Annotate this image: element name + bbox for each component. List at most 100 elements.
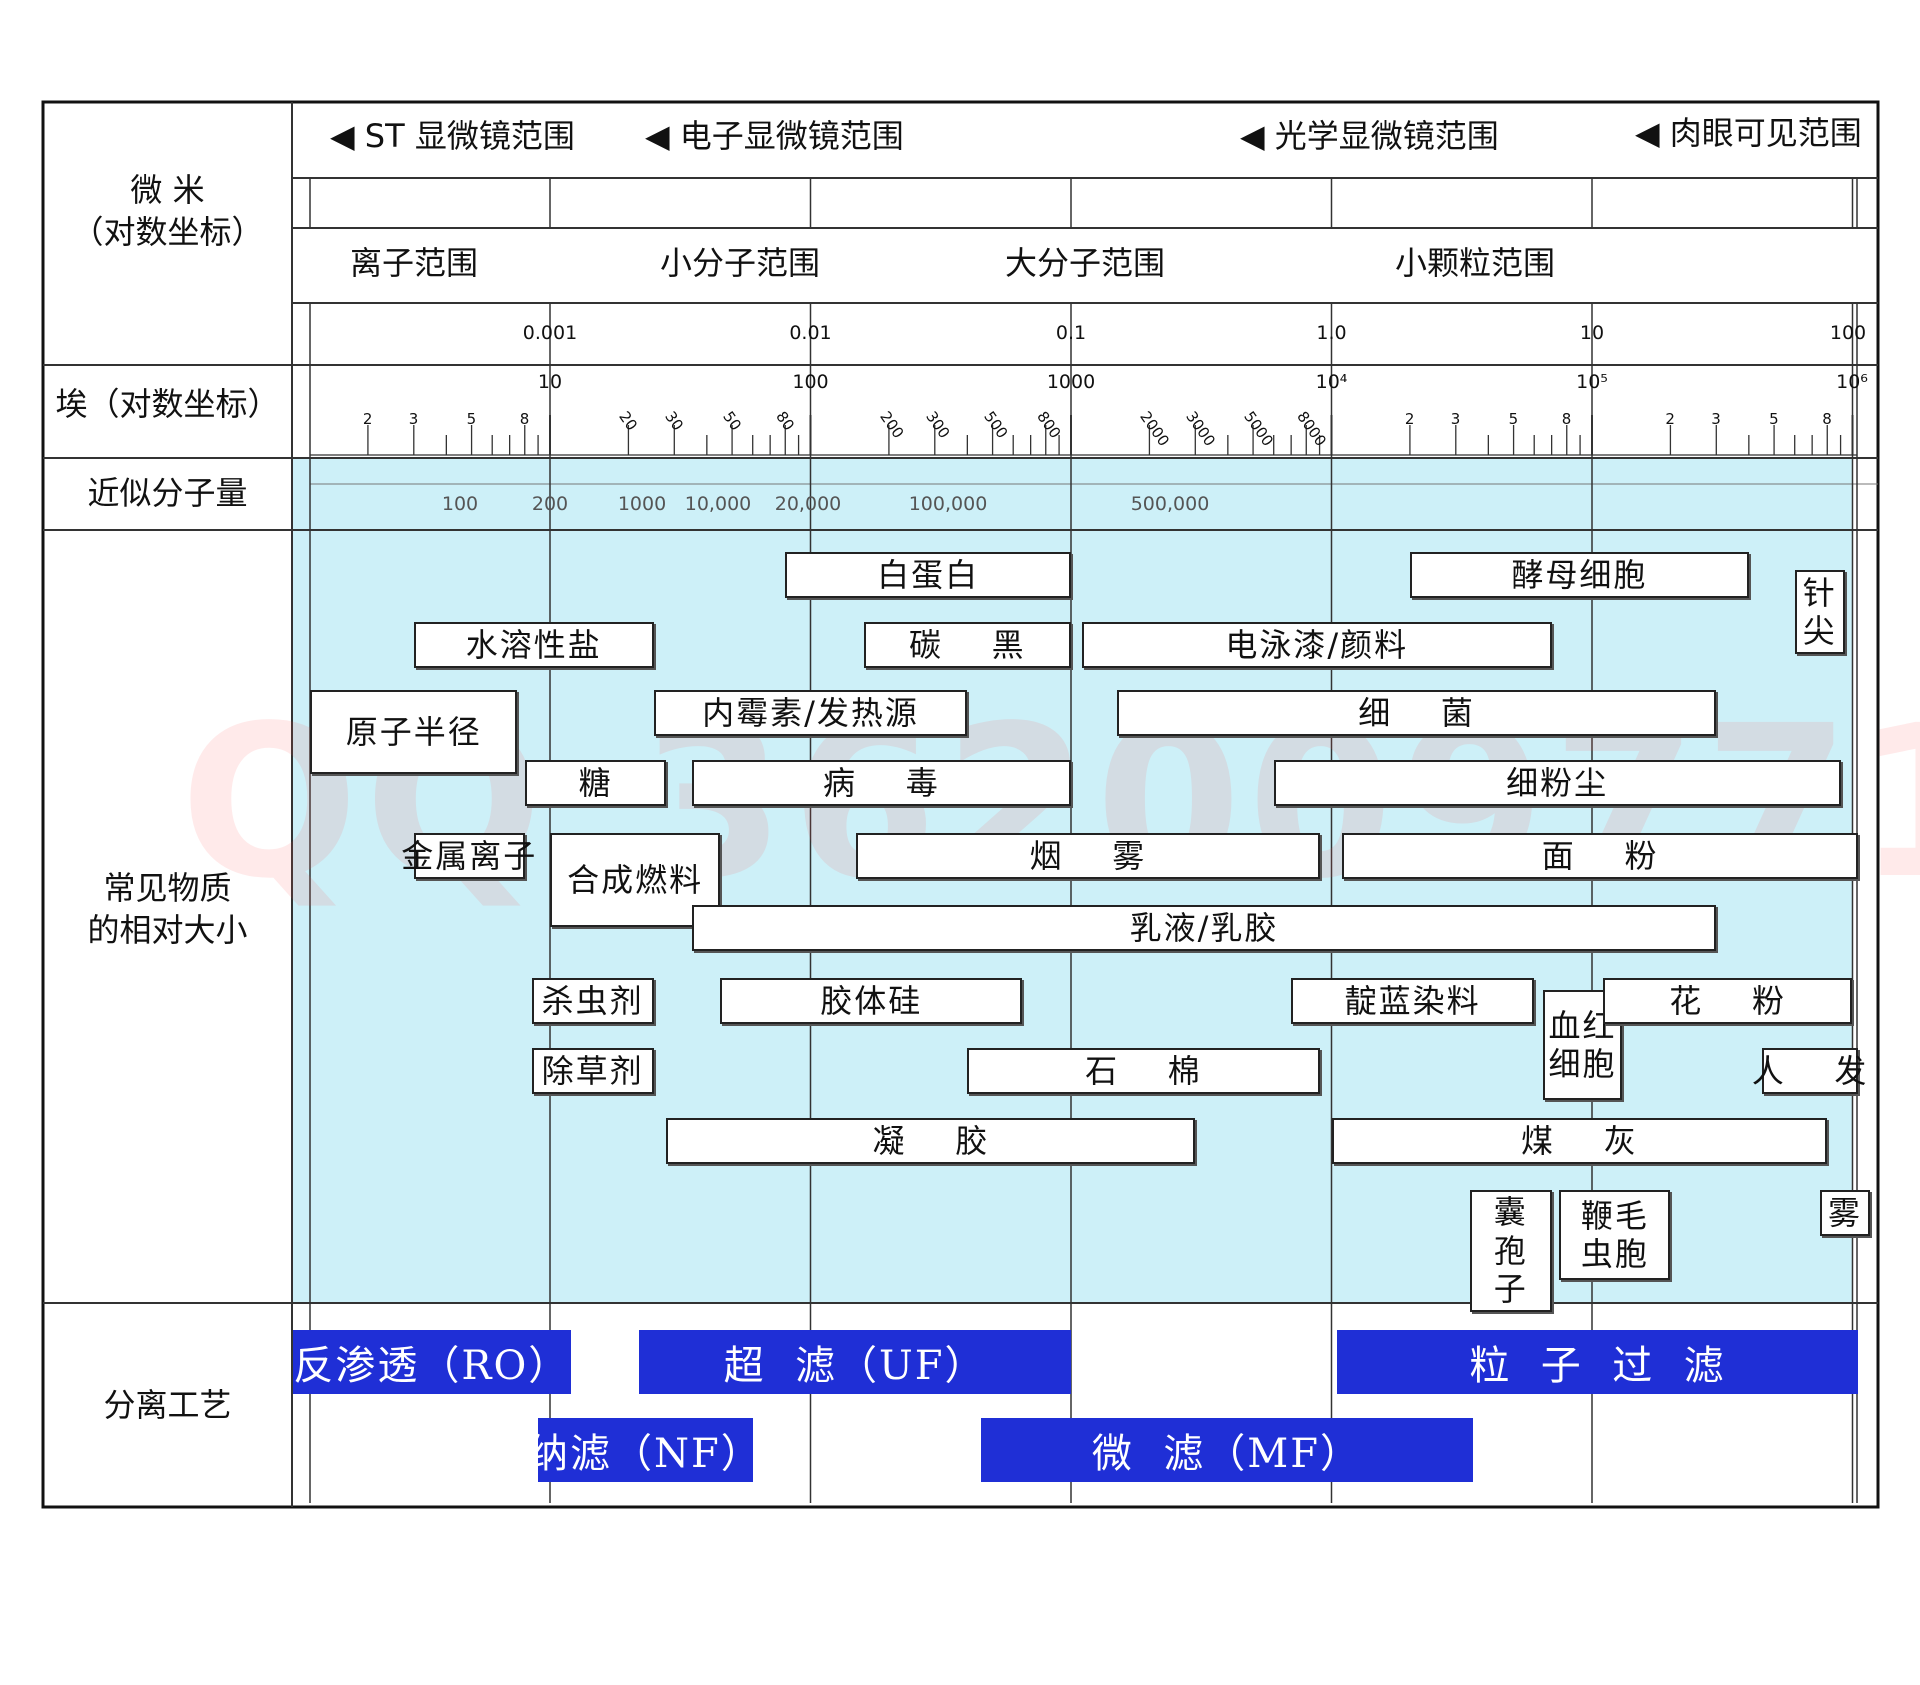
angstrom-minor-label: 8 (519, 410, 530, 428)
substance-label: 凝 胶 (872, 1121, 990, 1160)
angstrom-major-label: 10⁶ (1836, 371, 1868, 393)
substance-label: 乳液/乳胶 (1129, 908, 1279, 947)
materials-label: 常见物质 的相对大小 (45, 868, 290, 951)
substance-box: 碳 黑 (863, 622, 1071, 668)
substance-label: 金属离子 (401, 836, 538, 875)
substance-box: 除草剂 (531, 1048, 654, 1094)
angstrom-axis-label: 埃（对数坐标） (55, 385, 280, 423)
substance-label: 细 菌 (1358, 693, 1475, 732)
molecular-weight-label: 20,000 (774, 493, 842, 515)
substance-box: 鞭毛 虫胞 (1559, 1190, 1671, 1280)
substance-label: 雾 (1827, 1193, 1862, 1232)
electron-microscope-range: ◀ 电子显微镜范围 (645, 117, 904, 155)
substance-box: 水溶性盐 (413, 622, 654, 668)
substance-box: 电泳漆/颜料 (1081, 622, 1552, 668)
substance-label: 合成燃料 (567, 860, 704, 899)
micron-axis-label: 微 米 （对数坐标） (45, 170, 290, 253)
angstrom-minor-label: 2 (1665, 410, 1675, 428)
angstrom-minor-label: 5 (1508, 410, 1519, 428)
substance-label: 鞭毛 虫胞 (1580, 1196, 1649, 1273)
substance-label: 烟 雾 (1029, 836, 1147, 875)
molecular-weight-label: 10,000 (684, 493, 752, 515)
substance-box: 胶体硅 (720, 978, 1023, 1024)
angstrom-minor-label: 3 (1711, 410, 1721, 428)
substance-box: 人 发 (1752, 1048, 1866, 1094)
substance-box: 金属离子 (401, 833, 535, 879)
angstrom-major-label: 10⁵ (1576, 371, 1608, 393)
substance-box: 烟 雾 (856, 833, 1320, 879)
log-scale-label: （对数坐标） (71, 212, 264, 251)
substance-label: 血红 细胞 (1548, 1006, 1617, 1083)
micron-tick-label: 100 (1829, 322, 1867, 344)
micron-tick-label: 0.01 (789, 322, 832, 344)
substance-label: 胶体硅 (820, 981, 923, 1020)
substance-label: 白蛋白 (877, 555, 980, 594)
substance-box: 病 毒 (691, 760, 1071, 806)
angstrom-major-label: 10⁴ (1315, 371, 1348, 393)
naked-eye-range: ◀ 肉眼可见范围 (1635, 114, 1862, 152)
substance-box: 细 菌 (1116, 690, 1717, 736)
ion-range: 离子范围 (350, 244, 479, 282)
optical-microscope-range: ◀ 光学显微镜范围 (1240, 117, 1499, 155)
angstrom-minor-label: 2 (362, 410, 373, 428)
molecular-weight-label: 100 (441, 493, 479, 515)
substance-box: 白蛋白 (785, 552, 1071, 598)
micron-tick-label: 1.0 (1316, 322, 1347, 344)
substance-box: 针 尖 (1794, 570, 1845, 654)
substance-box: 原子半径 (310, 690, 518, 774)
substance-box: 石 棉 (967, 1048, 1320, 1094)
substance-label: 内霉素/发热源 (702, 693, 919, 732)
micron-tick-label: 10 (1579, 322, 1605, 344)
molecular-weight-label: 近似分子量 (87, 474, 248, 512)
angstrom-minor-label: 8 (1561, 410, 1572, 428)
substance-box: 雾 (1819, 1190, 1870, 1236)
angstrom-minor-label: 2 (1404, 410, 1415, 428)
substance-label: 原子半径 (345, 712, 482, 751)
substance-box: 凝 胶 (666, 1118, 1196, 1164)
substance-label: 细粉尘 (1506, 763, 1609, 802)
substance-label: 电泳漆/颜料 (1225, 625, 1409, 664)
substance-box: 合成燃料 (550, 833, 721, 927)
substance-label: 杀虫剂 (541, 981, 644, 1020)
substance-label: 水溶性盐 (465, 625, 602, 664)
angstrom-minor-label: 3 (408, 410, 419, 428)
process-label: 分离工艺 (103, 1386, 232, 1424)
angstrom-minor-label: 3 (1450, 410, 1461, 428)
process-bar: 反渗透（RO） (293, 1330, 571, 1394)
substance-box: 内霉素/发热源 (653, 690, 968, 736)
substance-label: 除草剂 (541, 1051, 644, 1090)
substance-label: 煤 灰 (1521, 1121, 1638, 1160)
substance-box: 囊 孢 子 (1469, 1190, 1552, 1312)
substance-box: 煤 灰 (1331, 1118, 1828, 1164)
angstrom-minor-label: 5 (466, 410, 477, 428)
substance-box: 花 粉 (1602, 978, 1853, 1024)
process-bar: 微 滤（MF） (980, 1418, 1474, 1482)
substance-label: 靛蓝染料 (1344, 981, 1481, 1020)
small-molecule-range: 小分子范围 (660, 244, 821, 282)
substance-box: 乳液/乳胶 (691, 905, 1717, 951)
angstrom-minor-label: 5 (1769, 410, 1779, 428)
st-microscope-range: ◀ ST 显微镜范围 (330, 117, 575, 155)
substance-label: 面 粉 (1541, 836, 1659, 875)
substance-label: 花 粉 (1669, 981, 1786, 1020)
molecular-weight-label: 200 (531, 493, 569, 515)
substance-label: 糖 (578, 763, 613, 802)
substance-label: 针 尖 (1802, 573, 1837, 650)
substance-label: 碳 黑 (908, 625, 1026, 664)
substance-label: 囊 孢 子 (1493, 1193, 1528, 1309)
substance-box: 靛蓝染料 (1291, 978, 1535, 1024)
substance-label: 病 毒 (823, 763, 940, 802)
macromolecule-range: 大分子范围 (1005, 244, 1166, 282)
micron-tick-label: 0.001 (522, 322, 578, 344)
molecular-weight-label: 100,000 (908, 493, 988, 515)
substance-box: 酵母细胞 (1409, 552, 1749, 598)
angstrom-major-label: 10 (537, 371, 563, 393)
angstrom-major-label: 100 (792, 371, 829, 393)
molecular-weight-label: 500,000 (1130, 493, 1210, 515)
micron-tick-label: 0.1 (1055, 322, 1087, 344)
substance-box: 糖 (524, 760, 667, 806)
process-bar: 超 滤（UF） (639, 1330, 1071, 1394)
substance-label: 酵母细胞 (1511, 555, 1648, 594)
materials-label-line2: 的相对大小 (87, 910, 248, 949)
